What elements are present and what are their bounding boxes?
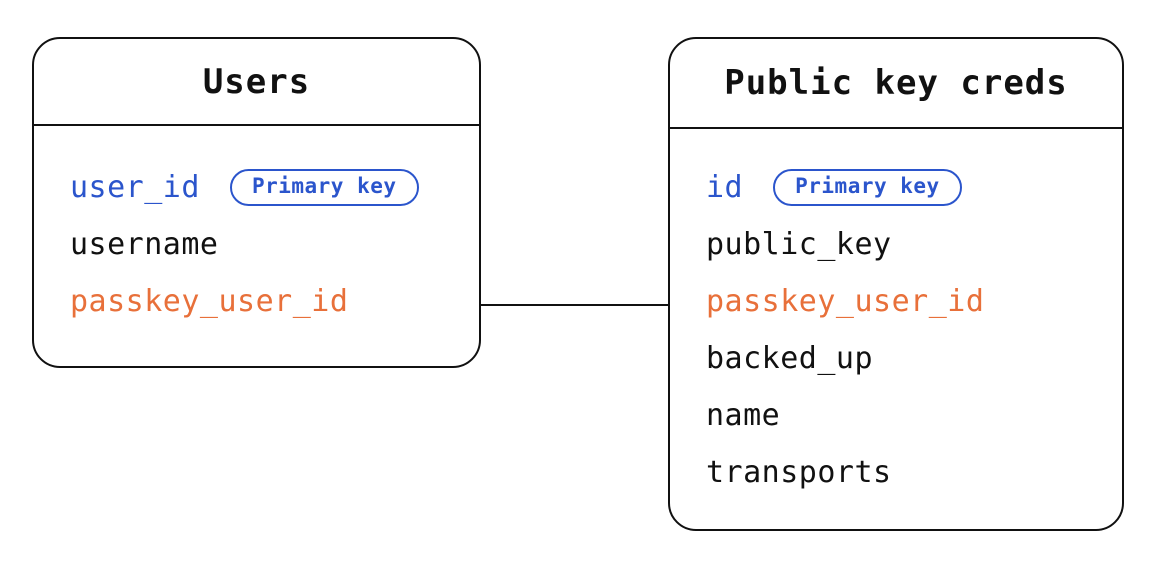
- field-row: name: [706, 387, 1122, 444]
- field-list: user_id Primary key username passkey_user_i…: [34, 126, 479, 330]
- table-header: Public key creds: [670, 39, 1122, 129]
- field-name: passkey_user_id: [70, 284, 349, 319]
- field-row: passkey_user_id: [70, 273, 479, 330]
- field-name: name: [706, 398, 781, 433]
- field-row: backed_up: [706, 330, 1122, 387]
- primary-key-badge: Primary key: [773, 168, 962, 207]
- field-row: transports: [706, 444, 1122, 501]
- field-name: user_id: [70, 170, 200, 205]
- field-row: id Primary key: [706, 159, 1122, 216]
- field-name: username: [70, 227, 219, 262]
- field-name: transports: [706, 455, 892, 490]
- field-name: public_key: [706, 227, 892, 262]
- field-row: username: [70, 216, 479, 273]
- field-name: backed_up: [706, 341, 874, 376]
- field-name: passkey_user_id: [706, 284, 985, 319]
- relationship-connector-line: [481, 304, 668, 306]
- field-row: public_key: [706, 216, 1122, 273]
- primary-key-badge: Primary key: [229, 168, 419, 207]
- table-card-users: Users user_id Primary key username passkey_…: [32, 37, 481, 368]
- table-title: Users: [202, 61, 311, 102]
- table-title: Public key creds: [724, 63, 1068, 103]
- table-card-public-key-creds: Public key creds id Primary key public_key…: [668, 37, 1124, 531]
- field-row: passkey_user_id: [706, 273, 1122, 330]
- table-header: Users: [34, 39, 479, 126]
- field-row: user_id Primary key: [70, 159, 479, 216]
- field-name: id: [706, 170, 744, 205]
